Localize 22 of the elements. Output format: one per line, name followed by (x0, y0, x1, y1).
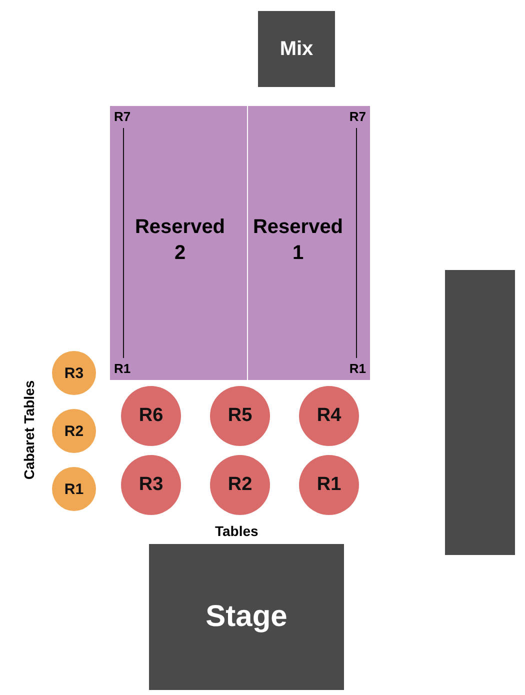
table: R3 (121, 455, 181, 515)
table: R1 (299, 455, 359, 515)
table: R5 (210, 386, 270, 446)
cabaret-table: R1 (52, 467, 96, 511)
section-label: Reserved 1 (252, 215, 344, 266)
stage-area: Stage (149, 544, 344, 690)
mix-area: Mix (258, 11, 335, 87)
table: R6 (121, 386, 181, 446)
row-label: R7 (349, 109, 366, 124)
seating-section (110, 106, 247, 380)
row-label: R1 (114, 361, 131, 376)
side-area (445, 270, 515, 555)
row-label: R7 (114, 109, 131, 124)
row-label: R1 (349, 361, 366, 376)
cabaret-table: R3 (52, 351, 96, 395)
cabaret-table: R2 (52, 409, 96, 453)
area-label: Cabaret Tables (21, 379, 37, 482)
table: R4 (299, 386, 359, 446)
section-label: Reserved 2 (134, 215, 226, 266)
table: R2 (210, 455, 270, 515)
seating-section (247, 106, 370, 380)
area-label: Tables (215, 523, 258, 539)
